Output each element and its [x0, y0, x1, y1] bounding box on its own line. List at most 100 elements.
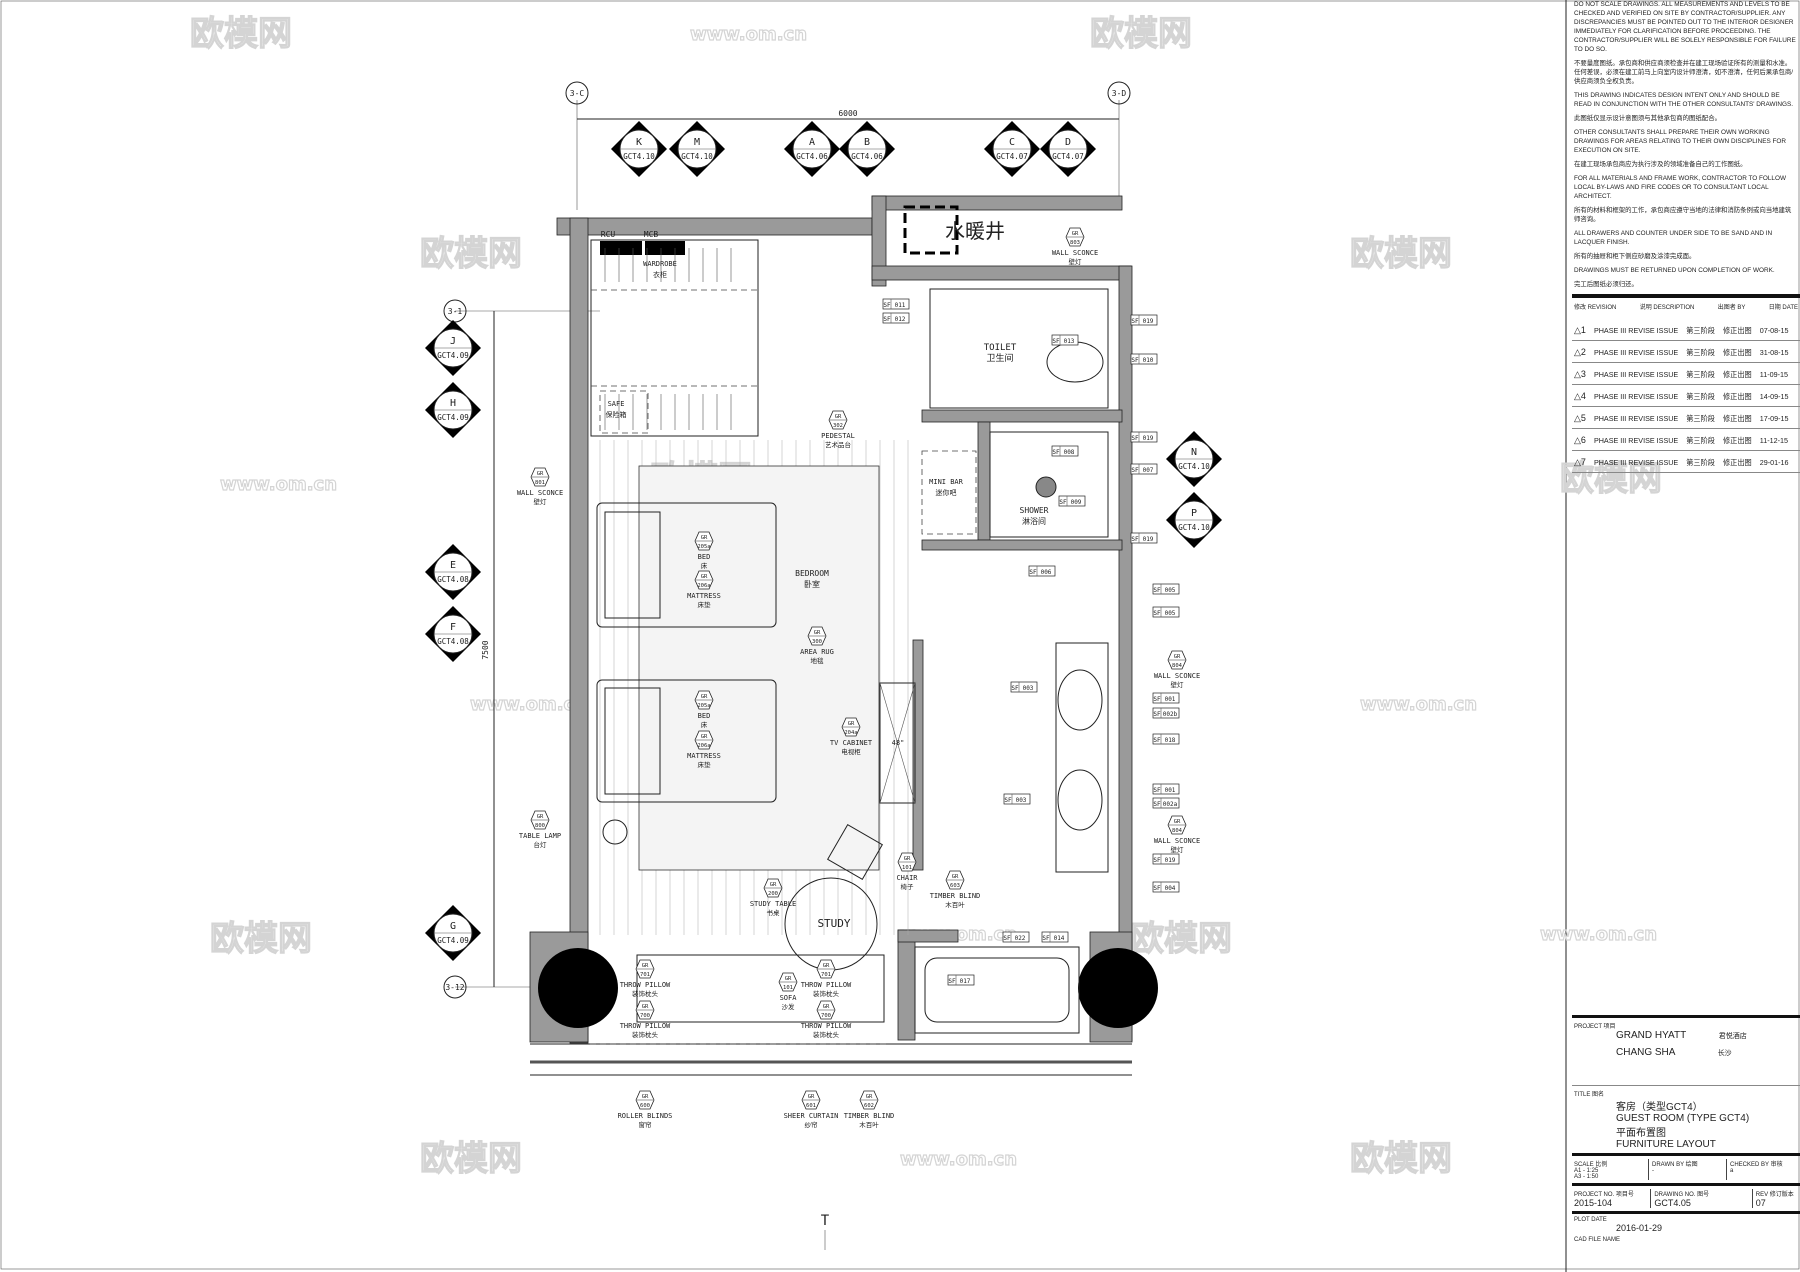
revision-header: 修改 REVISION 说明 DESCRIPTION 出图者 BY 日期 DAT… — [1572, 294, 1800, 319]
revision-desc: PHASE III REVISE ISSUE — [1593, 436, 1679, 445]
callout-code: 205a — [697, 544, 710, 550]
sf-tag-prefix: SF — [1153, 587, 1161, 594]
project-block: PROJECT 项目 GRAND HYATT 君悦酒店 CHANG SHA 长沙 — [1572, 1015, 1800, 1061]
sf-tag-prefix: SF — [1131, 357, 1139, 364]
callout-label-cn: 纱帘 — [805, 1120, 819, 1129]
sf-tag-code: 019 — [1165, 857, 1176, 864]
callout-prefix: GR — [1174, 654, 1181, 660]
callout-label-cn: 木百叶 — [945, 900, 965, 909]
tv-cabinet — [879, 682, 916, 804]
sf-tag-code: 012 — [895, 316, 906, 323]
note-line: 所有的抽屉和柜下侧应砂磨及涂漆完成面。 — [1574, 253, 1696, 260]
revision-issue-cn: 修正出图 — [1722, 325, 1752, 335]
dimension-7500: 7500 — [481, 640, 490, 659]
callout-label-cn: 艺术品台 — [825, 440, 851, 449]
sf-tag-code: 013 — [1064, 338, 1075, 345]
note-line: DRAWINGS MUST BE RETURNED UPON COMPLETIO… — [1574, 267, 1775, 274]
callout-prefix: GR — [701, 734, 708, 740]
section-letter: F — [450, 622, 456, 633]
revision-date: 14-09-15 — [1759, 392, 1789, 401]
callout-prefix: GR — [701, 694, 708, 700]
callout-code: 101 — [783, 985, 793, 991]
scale-a1: A1 - 1:25 — [1574, 1168, 1599, 1174]
section-letter: D — [1065, 137, 1071, 148]
sf-tag-box — [1152, 707, 1180, 719]
callout-code: 200 — [768, 891, 778, 897]
general-notes: DO NOT SCALE DRAWINGS. ALL MEASUREMENTS … — [1572, 0, 1800, 289]
checked-value: a — [1730, 1168, 1734, 1174]
section-letter: B — [864, 137, 870, 148]
sf-tag-box — [947, 974, 975, 986]
callout-label-cn: 装饰枕头 — [813, 989, 840, 998]
section-letter: G — [450, 921, 456, 932]
revision-phase-cn: 第三阶段 — [1686, 413, 1715, 423]
note-line: 在建工现场承包商应为执行涉及的领域准备自己的工作图纸。 — [1574, 161, 1747, 168]
sf-tag-code: 009 — [1071, 499, 1082, 506]
section-sheet: GCT4.08 — [437, 575, 469, 584]
sf-tag-box — [1152, 797, 1180, 809]
callout-label-cn: 书桌 — [767, 908, 781, 917]
sf-tag-box — [1152, 606, 1180, 618]
sf-tag-code: 019 — [1143, 435, 1154, 442]
callout-label: BED — [698, 712, 711, 720]
sf-tag-prefix: SF — [1153, 610, 1161, 617]
drawing-no-value: GCT4.05 — [1654, 1198, 1691, 1208]
drawing-no-label: DRAWING NO. 图号 — [1654, 1192, 1710, 1198]
callout-label-cn: 装饰枕头 — [632, 1030, 659, 1039]
project-city: CHANG SHA — [1616, 1047, 1675, 1058]
callout-code: 204a — [844, 730, 857, 736]
callout-label-cn: 壁灯 — [1171, 680, 1185, 689]
sf-tag-box — [882, 312, 910, 324]
room-label: MINI BAR — [929, 478, 964, 486]
callout-prefix: GR — [537, 814, 544, 820]
sf-tag-box — [1058, 495, 1086, 507]
revision-issue-cn: 修正出图 — [1722, 435, 1752, 445]
section-letter: H — [450, 398, 456, 409]
callout-prefix: GR — [1174, 819, 1181, 825]
sf-tag-box — [1010, 681, 1038, 693]
section-sheet: GCT4.07 — [996, 152, 1028, 161]
section-sheet: GCT4.06 — [796, 152, 828, 161]
room-label: SAFE — [608, 400, 625, 408]
area-rug — [638, 465, 880, 871]
section-letter: P — [1191, 508, 1197, 519]
callout-label-cn: 窗帘 — [639, 1120, 653, 1129]
watermark-url: www.om.cn — [220, 474, 337, 495]
room-label-cn: 衣柜 — [653, 270, 667, 279]
sf-tag-prefix: SF — [1011, 685, 1019, 692]
callout-code: 800 — [535, 823, 545, 829]
checked-label: CHECKED BY 审核 — [1730, 1162, 1783, 1168]
grid-lines — [455, 100, 1120, 1250]
sf-tag-prefix: SF — [1153, 885, 1161, 892]
room-label-cn: 保险箱 — [606, 410, 627, 419]
room-label: SHOWER — [1020, 506, 1049, 515]
revision-date: 11-12-15 — [1759, 436, 1788, 445]
title-section: TITLE 图名 客房（类型GCT4） GUEST ROOM (TYPE GCT… — [1572, 1085, 1800, 1153]
callout-code: 603 — [950, 883, 960, 889]
revision-issue-cn: 修正出图 — [1722, 391, 1752, 401]
sf-tag-prefix: SF — [1153, 787, 1161, 794]
callout-label: STUDY TABLE — [750, 900, 796, 908]
section-letter: M — [694, 137, 700, 148]
callout-prefix: GR — [785, 976, 792, 982]
callout-prefix: GR — [835, 414, 842, 420]
watermark-logo: 欧模网 — [1130, 919, 1232, 959]
sf-tag-code: 010 — [1143, 357, 1154, 364]
callout-label: SOFA — [780, 994, 798, 1002]
callout-label-cn: 壁灯 — [534, 497, 548, 506]
project-label: PROJECT 项目 — [1574, 1024, 1616, 1030]
watermark-logo: 欧模网 — [1090, 14, 1192, 54]
section-sheet: GCT4.09 — [437, 351, 469, 360]
revision-desc: PHASE III REVISE ISSUE — [1593, 370, 1679, 379]
section-sheet: GCT4.08 — [437, 637, 469, 646]
callout-prefix: GR — [701, 574, 708, 580]
watermark-logo: 欧模网 — [420, 234, 522, 274]
plot-date-value: 2016-01-29 — [1616, 1223, 1663, 1233]
sf-tag-prefix: SF — [1029, 569, 1037, 576]
sf-tag-prefix: SF — [883, 316, 891, 323]
structural-column — [538, 948, 618, 1028]
callout-label-cn: 壁灯 — [1069, 257, 1083, 266]
sf-tag-box — [1003, 793, 1031, 805]
